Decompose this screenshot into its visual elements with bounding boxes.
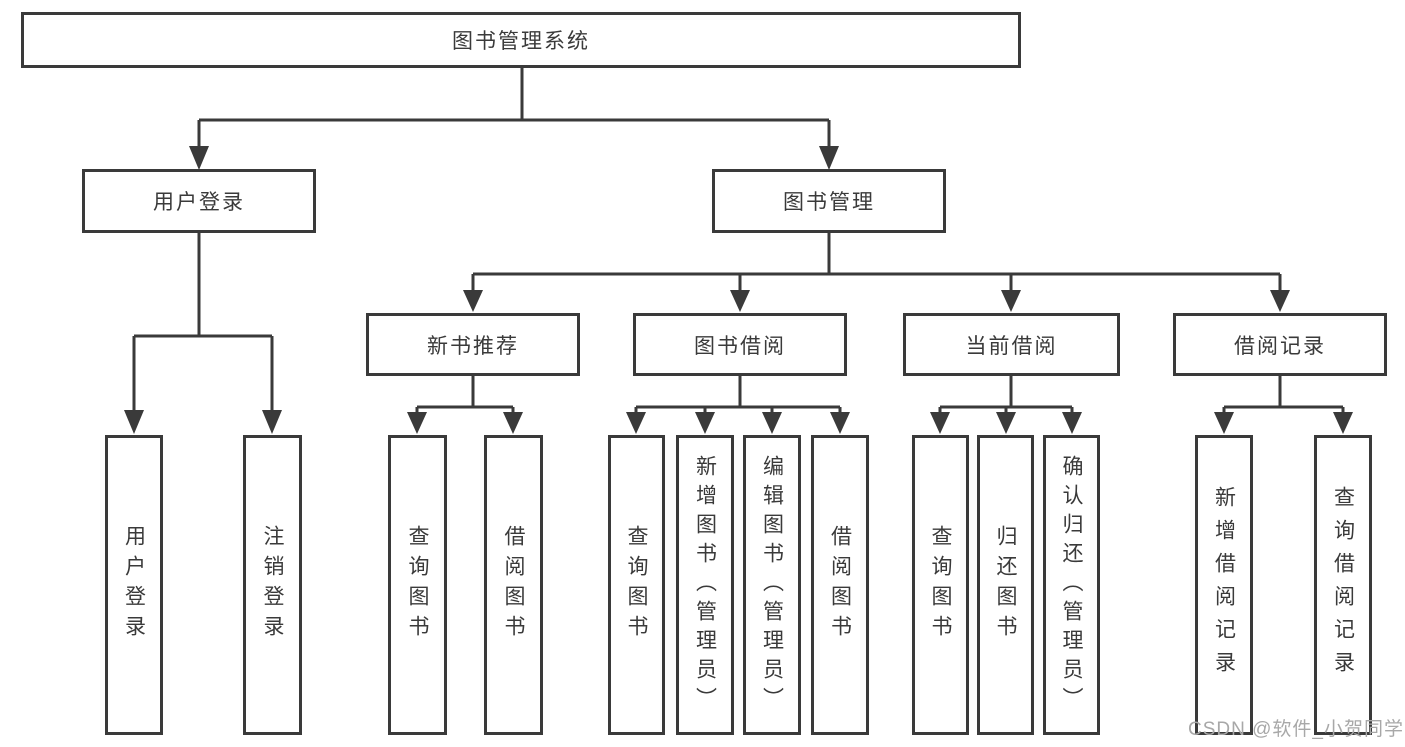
leaf-add-book-admin-label: 新增图书（管理员） [693, 454, 717, 716]
leaf-query-books-recommend-label: 查询图书 [406, 525, 429, 645]
node-root-system: 图书管理系统 [21, 12, 1021, 68]
csdn-watermark: CSDN @软件_小贺同学 [1188, 719, 1404, 740]
leaf-query-books-current-label: 查询图书 [929, 525, 952, 645]
node-new-book-recommend-label: 新书推荐 [427, 334, 519, 358]
leaf-query-books-current: 查询图书 [912, 435, 969, 735]
leaf-borrow-books-borrow-label: 借阅图书 [828, 525, 852, 645]
leaf-query-borrow-record-label: 查询借阅记录 [1331, 486, 1355, 684]
node-book-management: 图书管理 [712, 169, 946, 233]
node-book-borrow-label: 图书借阅 [694, 334, 786, 358]
node-book-borrow: 图书借阅 [633, 313, 847, 376]
leaf-logout-label: 注销登录 [261, 525, 284, 645]
leaf-query-borrow-record: 查询借阅记录 [1314, 435, 1372, 735]
leaf-borrow-books-borrow: 借阅图书 [811, 435, 869, 735]
leaf-add-borrow-record: 新增借阅记录 [1195, 435, 1253, 735]
node-new-book-recommend: 新书推荐 [366, 313, 580, 376]
node-current-borrow-label: 当前借阅 [965, 334, 1058, 358]
leaf-confirm-return-admin: 确认归还（管理员） [1043, 435, 1100, 735]
leaf-return-books: 归还图书 [977, 435, 1034, 735]
leaf-borrow-books-recommend-label: 借阅图书 [502, 525, 525, 645]
leaf-confirm-return-admin-label: 确认归还（管理员） [1060, 454, 1083, 716]
node-user-login: 用户登录 [82, 169, 316, 233]
leaf-logout: 注销登录 [243, 435, 302, 735]
leaf-borrow-books-recommend: 借阅图书 [484, 435, 543, 735]
node-user-login-label: 用户登录 [153, 191, 245, 214]
node-current-borrow: 当前借阅 [903, 313, 1120, 376]
leaf-query-books-borrow-label: 查询图书 [625, 525, 648, 645]
leaf-query-books-recommend: 查询图书 [388, 435, 447, 735]
node-borrow-records: 借阅记录 [1173, 313, 1387, 376]
leaf-return-books-label: 归还图书 [994, 525, 1017, 645]
leaf-query-books-borrow: 查询图书 [608, 435, 665, 735]
leaf-edit-book-admin: 编辑图书（管理员） [743, 435, 801, 735]
node-borrow-records-label: 借阅记录 [1234, 334, 1326, 358]
leaf-add-book-admin: 新增图书（管理员） [676, 435, 734, 735]
leaf-user-login: 用户登录 [105, 435, 163, 735]
leaf-add-borrow-record-label: 新增借阅记录 [1212, 486, 1236, 684]
node-book-management-label: 图书管理 [783, 191, 875, 214]
leaf-user-login-label: 用户登录 [122, 525, 146, 645]
node-root-system-label: 图书管理系统 [452, 30, 590, 53]
leaf-edit-book-admin-label: 编辑图书（管理员） [760, 454, 784, 716]
